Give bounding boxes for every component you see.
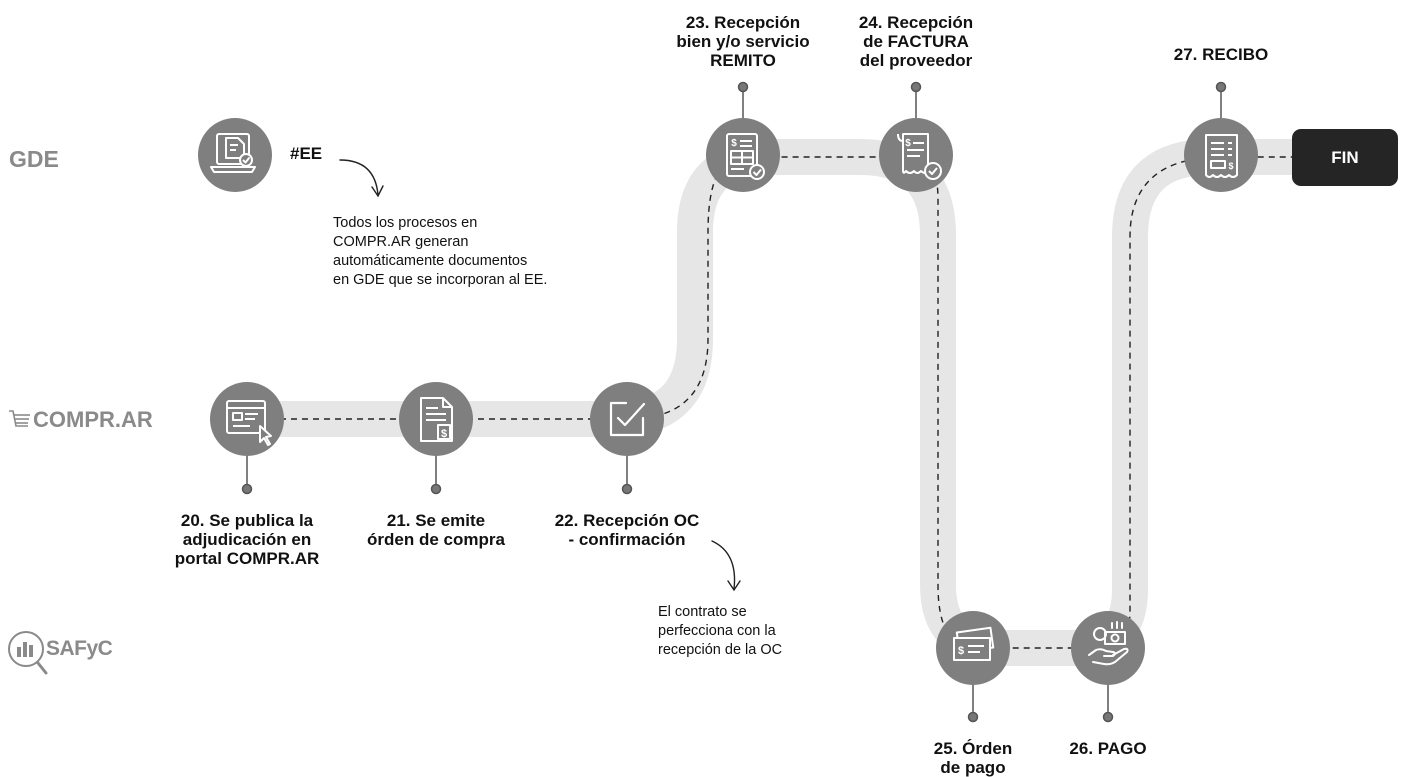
stem-dot-25 [967, 711, 979, 723]
ee-tag: #EE [290, 144, 323, 163]
stem-dot-21 [430, 483, 442, 495]
step-label-22: 22. Recepción OC - confirmación [554, 511, 700, 549]
checkbox-icon [590, 382, 664, 456]
fin-label: FIN [1331, 147, 1359, 167]
payment-order-icon: $ [936, 611, 1010, 685]
stem-dot-26 [1102, 711, 1114, 723]
step-label-25: 25. Órden de pago [933, 739, 1013, 777]
step-label-27: 27. RECIBO [1173, 45, 1269, 64]
stem-dot-22 [621, 483, 633, 495]
cart-logo-icon [9, 410, 30, 427]
svg-text:$: $ [905, 138, 911, 149]
stem-dot-23 [737, 81, 749, 93]
oc-arrow [711, 540, 741, 592]
oc-note: El contrato se perfecciona con la recepc… [658, 604, 783, 658]
stem-dot-27 [1215, 81, 1227, 93]
hand-money-icon [1071, 611, 1145, 685]
laptop-document-icon [198, 118, 272, 192]
receipt-icon: $ [1184, 118, 1258, 192]
safyc-logo-icon [8, 631, 48, 675]
svg-text:$: $ [1228, 161, 1233, 171]
step-label-20: 20. Se publica la adjudicación en portal… [174, 511, 320, 568]
lane-label-comprar: COMPR.AR [33, 407, 153, 432]
stem-dot-20 [241, 483, 253, 495]
svg-text:$: $ [731, 138, 737, 149]
fin-box: FIN [1292, 129, 1398, 186]
purchase-order-icon: $ [399, 382, 473, 456]
svg-text:$: $ [441, 428, 447, 440]
gde-note: Todos los procesos en COMPR.AR generan a… [333, 215, 548, 288]
web-publish-icon [210, 382, 284, 456]
step-label-24: 24. Recepción de FACTURA del proveedor [858, 13, 974, 70]
remito-document-icon: $ [706, 118, 780, 192]
step-label-23: 23. Recepción bien y/o servicio REMITO [676, 13, 810, 70]
lane-label-gde: GDE [9, 146, 59, 172]
stem-dot-24 [910, 81, 922, 93]
svg-text:$: $ [958, 645, 964, 657]
ee-arrow [339, 159, 384, 198]
lane-label-safyc: SAFyC [46, 637, 113, 660]
step-label-21: 21. Se emite órden de compra [367, 511, 505, 549]
step-label-26: 26. PAGO [1069, 739, 1147, 758]
invoice-icon: $ [879, 118, 953, 192]
process-connector [247, 156, 1295, 649]
